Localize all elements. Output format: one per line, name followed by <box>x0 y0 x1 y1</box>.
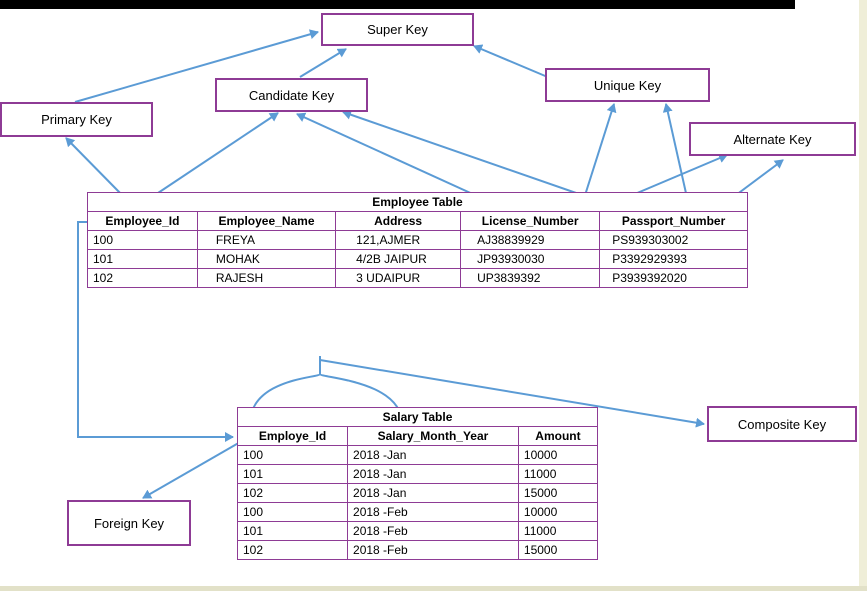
table-row: 101 2018 -Jan 11000 <box>236 464 599 484</box>
column-header: Amount <box>517 426 599 446</box>
table-cell: 2018 -Feb <box>347 540 519 560</box>
table-cell: 102 <box>236 483 349 503</box>
table-cell: 100 <box>236 502 349 522</box>
composite-key-box: Composite Key <box>707 406 857 442</box>
table-cell: AJ38839929 <box>460 230 601 250</box>
bottom-frame-edge <box>0 586 867 591</box>
table-cell: 2018 -Feb <box>347 502 519 522</box>
table-row: 102 2018 -Feb 15000 <box>236 540 599 560</box>
table-cell: 11000 <box>517 521 599 541</box>
column-header: Employee_Id <box>87 211 198 231</box>
table-cell: 102 <box>87 268 198 288</box>
table-row: 101 MOHAK 4/2B JAIPUR JP93930030 P339292… <box>87 249 748 269</box>
alternate-key-box: Alternate Key <box>689 122 856 156</box>
arrow-unique-to-super <box>473 44 551 79</box>
column-header: Address <box>335 211 462 231</box>
salary-table-title: Salary Table <box>237 407 598 427</box>
table-cell: RAJESH <box>196 268 337 288</box>
table-cell: 100 <box>87 230 198 250</box>
arrow-brace-to-composite <box>319 359 705 428</box>
table-cell: UP3839392 <box>460 268 601 288</box>
table-cell: 101 <box>87 249 198 269</box>
table-cell: 4/2B JAIPUR <box>335 249 462 269</box>
foreign-key-box: Foreign Key <box>67 500 191 546</box>
super-key-box: Super Key <box>321 13 474 46</box>
table-row: 102 RAJESH 3 UDAIPUR UP3839392 P39393920… <box>87 268 748 288</box>
table-cell: 100 <box>236 445 349 465</box>
table-cell: PS939303002 <box>599 230 748 250</box>
table-cell: 15000 <box>517 483 599 503</box>
unique-key-box: Unique Key <box>545 68 710 102</box>
table-row: 100 FREYA 121,AJMER AJ38839929 PS9393030… <box>87 230 748 250</box>
table-cell: 2018 -Feb <box>347 521 519 541</box>
table-row: 102 2018 -Jan 15000 <box>236 483 599 503</box>
table-cell: 121,AJMER <box>335 230 462 250</box>
table-row: 100 2018 -Feb 10000 <box>236 502 599 522</box>
table-cell: 11000 <box>517 464 599 484</box>
column-header: License_Number <box>460 211 601 231</box>
table-cell: 2018 -Jan <box>347 483 519 503</box>
salary-table-header: Employe_Id Salary_Month_Year Amount <box>236 426 599 446</box>
arrow-empid-to-salary-empid <box>77 221 234 442</box>
table-cell: P3392929393 <box>599 249 748 269</box>
employee-table-title: Employee Table <box>87 192 748 212</box>
table-cell: 2018 -Jan <box>347 445 519 465</box>
column-header: Employe_Id <box>236 426 349 446</box>
table-cell: MOHAK <box>196 249 337 269</box>
table-cell: FREYA <box>196 230 337 250</box>
arrow-primary-to-super <box>74 29 319 103</box>
table-cell: 3 UDAIPUR <box>335 268 462 288</box>
table-cell: 10000 <box>517 502 599 522</box>
arrow-empid-to-primary <box>65 137 125 198</box>
right-frame-edge <box>859 0 867 591</box>
table-cell: 101 <box>236 464 349 484</box>
arrow-salary-to-foreign <box>142 440 243 499</box>
table-cell: JP93930030 <box>460 249 601 269</box>
primary-key-box: Primary Key <box>0 102 153 137</box>
salary-table: Salary Table Employe_Id Salary_Month_Yea… <box>236 407 599 560</box>
column-header: Passport_Number <box>599 211 748 231</box>
table-cell: 101 <box>236 521 349 541</box>
arrow-candidate-to-super <box>299 48 347 78</box>
table-cell: 2018 -Jan <box>347 464 519 484</box>
column-header: Salary_Month_Year <box>347 426 519 446</box>
table-row: 100 2018 -Jan 10000 <box>236 445 599 465</box>
table-cell: 102 <box>236 540 349 560</box>
table-cell: 15000 <box>517 540 599 560</box>
candidate-key-box: Candidate Key <box>215 78 368 112</box>
employee-table: Employee Table Employee_Id Employee_Name… <box>87 192 748 288</box>
arrow-empid-to-candidate <box>151 112 279 198</box>
top-dark-bar <box>0 0 795 9</box>
employee-table-header: Employee_Id Employee_Name Address Licens… <box>87 211 748 231</box>
table-cell: 10000 <box>517 445 599 465</box>
table-row: 101 2018 -Feb 11000 <box>236 521 599 541</box>
table-cell: P3939392020 <box>599 268 748 288</box>
column-header: Employee_Name <box>196 211 337 231</box>
